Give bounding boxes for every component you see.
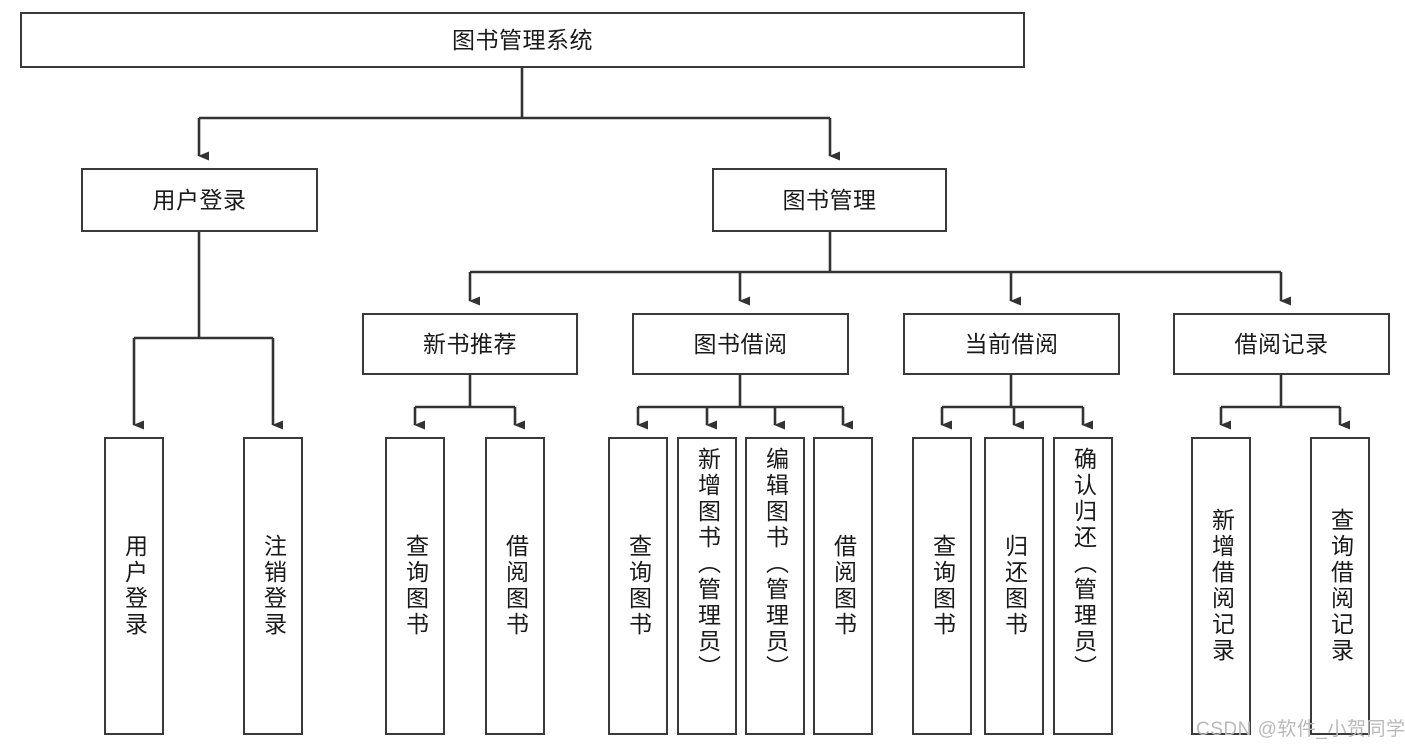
leaf-node[interactable]: 查询图书 xyxy=(385,437,445,735)
leaf-node[interactable]: 注销登录 xyxy=(243,437,303,735)
leaf-node-label: 编辑图书（管理员） xyxy=(762,447,789,681)
node-new-book-recommend[interactable]: 新书推荐 xyxy=(362,313,578,375)
leaf-node-label: 查询借阅记录 xyxy=(1327,508,1354,664)
node-book-management[interactable]: 图书管理 xyxy=(712,168,947,232)
leaf-node[interactable]: 新增图书（管理员） xyxy=(677,437,737,735)
node-book-borrow[interactable]: 图书借阅 xyxy=(632,313,849,375)
leaf-node[interactable]: 查询图书 xyxy=(912,437,972,735)
leaf-node-label: 查询图书 xyxy=(402,534,429,638)
node-root[interactable]: 图书管理系统 xyxy=(20,12,1025,68)
leaf-node[interactable]: 新增借阅记录 xyxy=(1191,437,1251,735)
leaf-node[interactable]: 查询借阅记录 xyxy=(1310,437,1370,735)
node-borrow-record[interactable]: 借阅记录 xyxy=(1173,313,1390,375)
leaf-node[interactable]: 确认归还（管理员） xyxy=(1053,437,1113,735)
node-user-login[interactable]: 用户登录 xyxy=(81,168,318,232)
leaf-node-label: 借阅图书 xyxy=(830,534,857,638)
node-user-login-label: 用户登录 xyxy=(152,186,247,213)
leaf-node-label: 注销登录 xyxy=(260,534,287,638)
leaf-node-label: 归还图书 xyxy=(1001,534,1028,638)
node-new-book-recommend-label: 新书推荐 xyxy=(423,330,517,357)
node-book-borrow-label: 图书借阅 xyxy=(693,330,788,357)
leaf-node[interactable]: 用户登录 xyxy=(104,437,164,735)
csdn-watermark: CSDN @软件_小贺同学 xyxy=(1196,719,1405,740)
leaf-node-label: 查询图书 xyxy=(929,534,956,638)
node-current-borrow-label: 当前借阅 xyxy=(964,330,1059,357)
leaf-node-label: 借阅图书 xyxy=(502,534,529,638)
leaf-node-label: 查询图书 xyxy=(625,534,652,638)
node-root-label: 图书管理系统 xyxy=(452,26,593,53)
node-current-borrow[interactable]: 当前借阅 xyxy=(903,313,1120,375)
leaf-node[interactable]: 借阅图书 xyxy=(485,437,545,735)
leaf-node[interactable]: 编辑图书（管理员） xyxy=(745,437,805,735)
leaf-node-label: 新增图书（管理员） xyxy=(694,447,721,681)
node-borrow-record-label: 借阅记录 xyxy=(1234,330,1329,357)
node-book-management-label: 图书管理 xyxy=(782,186,877,213)
leaf-node-label: 新增借阅记录 xyxy=(1208,508,1235,664)
leaf-node[interactable]: 查询图书 xyxy=(608,437,668,735)
leaf-node[interactable]: 借阅图书 xyxy=(813,437,873,735)
leaf-node-label: 用户登录 xyxy=(121,534,148,638)
leaf-node-label: 确认归还（管理员） xyxy=(1070,447,1097,681)
leaf-node[interactable]: 归还图书 xyxy=(984,437,1044,735)
